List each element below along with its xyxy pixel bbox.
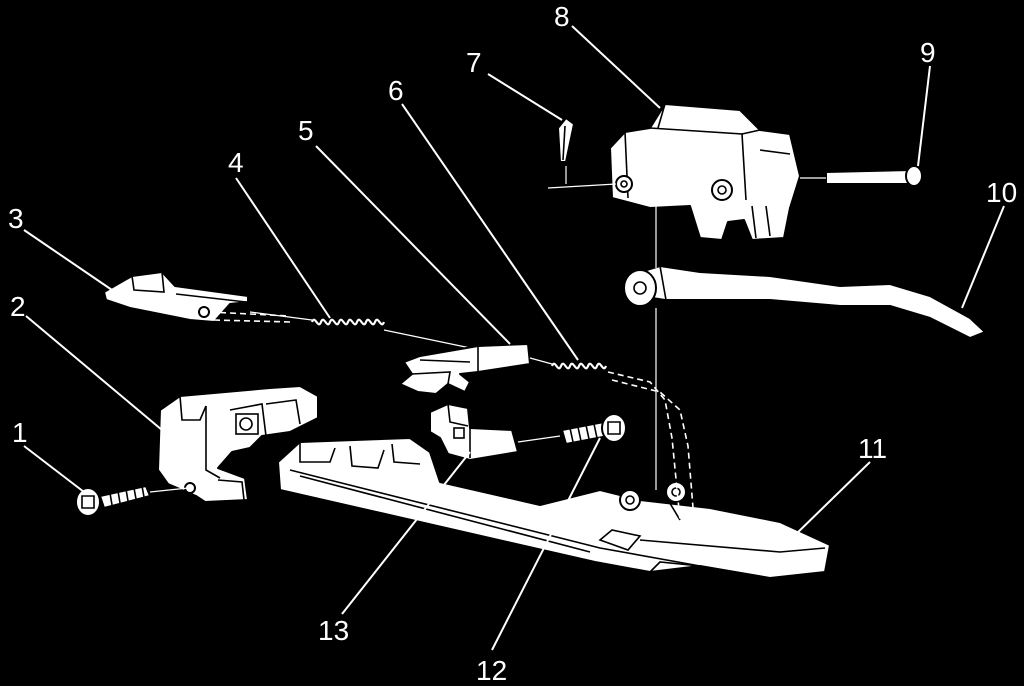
callout-12: 12 <box>476 655 507 686</box>
latch-plate-part-3 <box>103 271 291 323</box>
slide-block-part-2 <box>157 385 319 503</box>
callout-labels: 1 2 3 4 5 6 7 8 9 10 11 12 13 <box>8 1 1017 686</box>
slider-part-13 <box>429 403 561 461</box>
base-rail-part-11 <box>277 437 831 579</box>
bolt-part-12 <box>561 413 627 445</box>
callout-6: 6 <box>388 75 404 106</box>
cotter-pin-part-7 <box>547 117 617 189</box>
recliner-housing-part-8 <box>609 103 801 241</box>
callout-1: 1 <box>12 417 28 448</box>
leader-lines <box>23 25 1005 651</box>
pin-part-9 <box>800 165 923 187</box>
spring-part-6 <box>529 357 695 521</box>
bolt-part-1 <box>75 485 189 517</box>
callout-3: 3 <box>8 203 24 234</box>
callout-8: 8 <box>554 1 570 32</box>
spring-part-4 <box>249 311 481 351</box>
callout-7: 7 <box>466 47 482 78</box>
pawl-part-5 <box>399 343 531 395</box>
callout-5: 5 <box>298 115 314 146</box>
callout-4: 4 <box>228 147 244 178</box>
callout-9: 9 <box>920 37 936 68</box>
callout-13: 13 <box>318 615 349 646</box>
callout-10: 10 <box>986 177 1017 208</box>
handle-lever-part-10 <box>623 265 986 339</box>
callout-2: 2 <box>10 291 26 322</box>
callout-11: 11 <box>858 433 887 464</box>
